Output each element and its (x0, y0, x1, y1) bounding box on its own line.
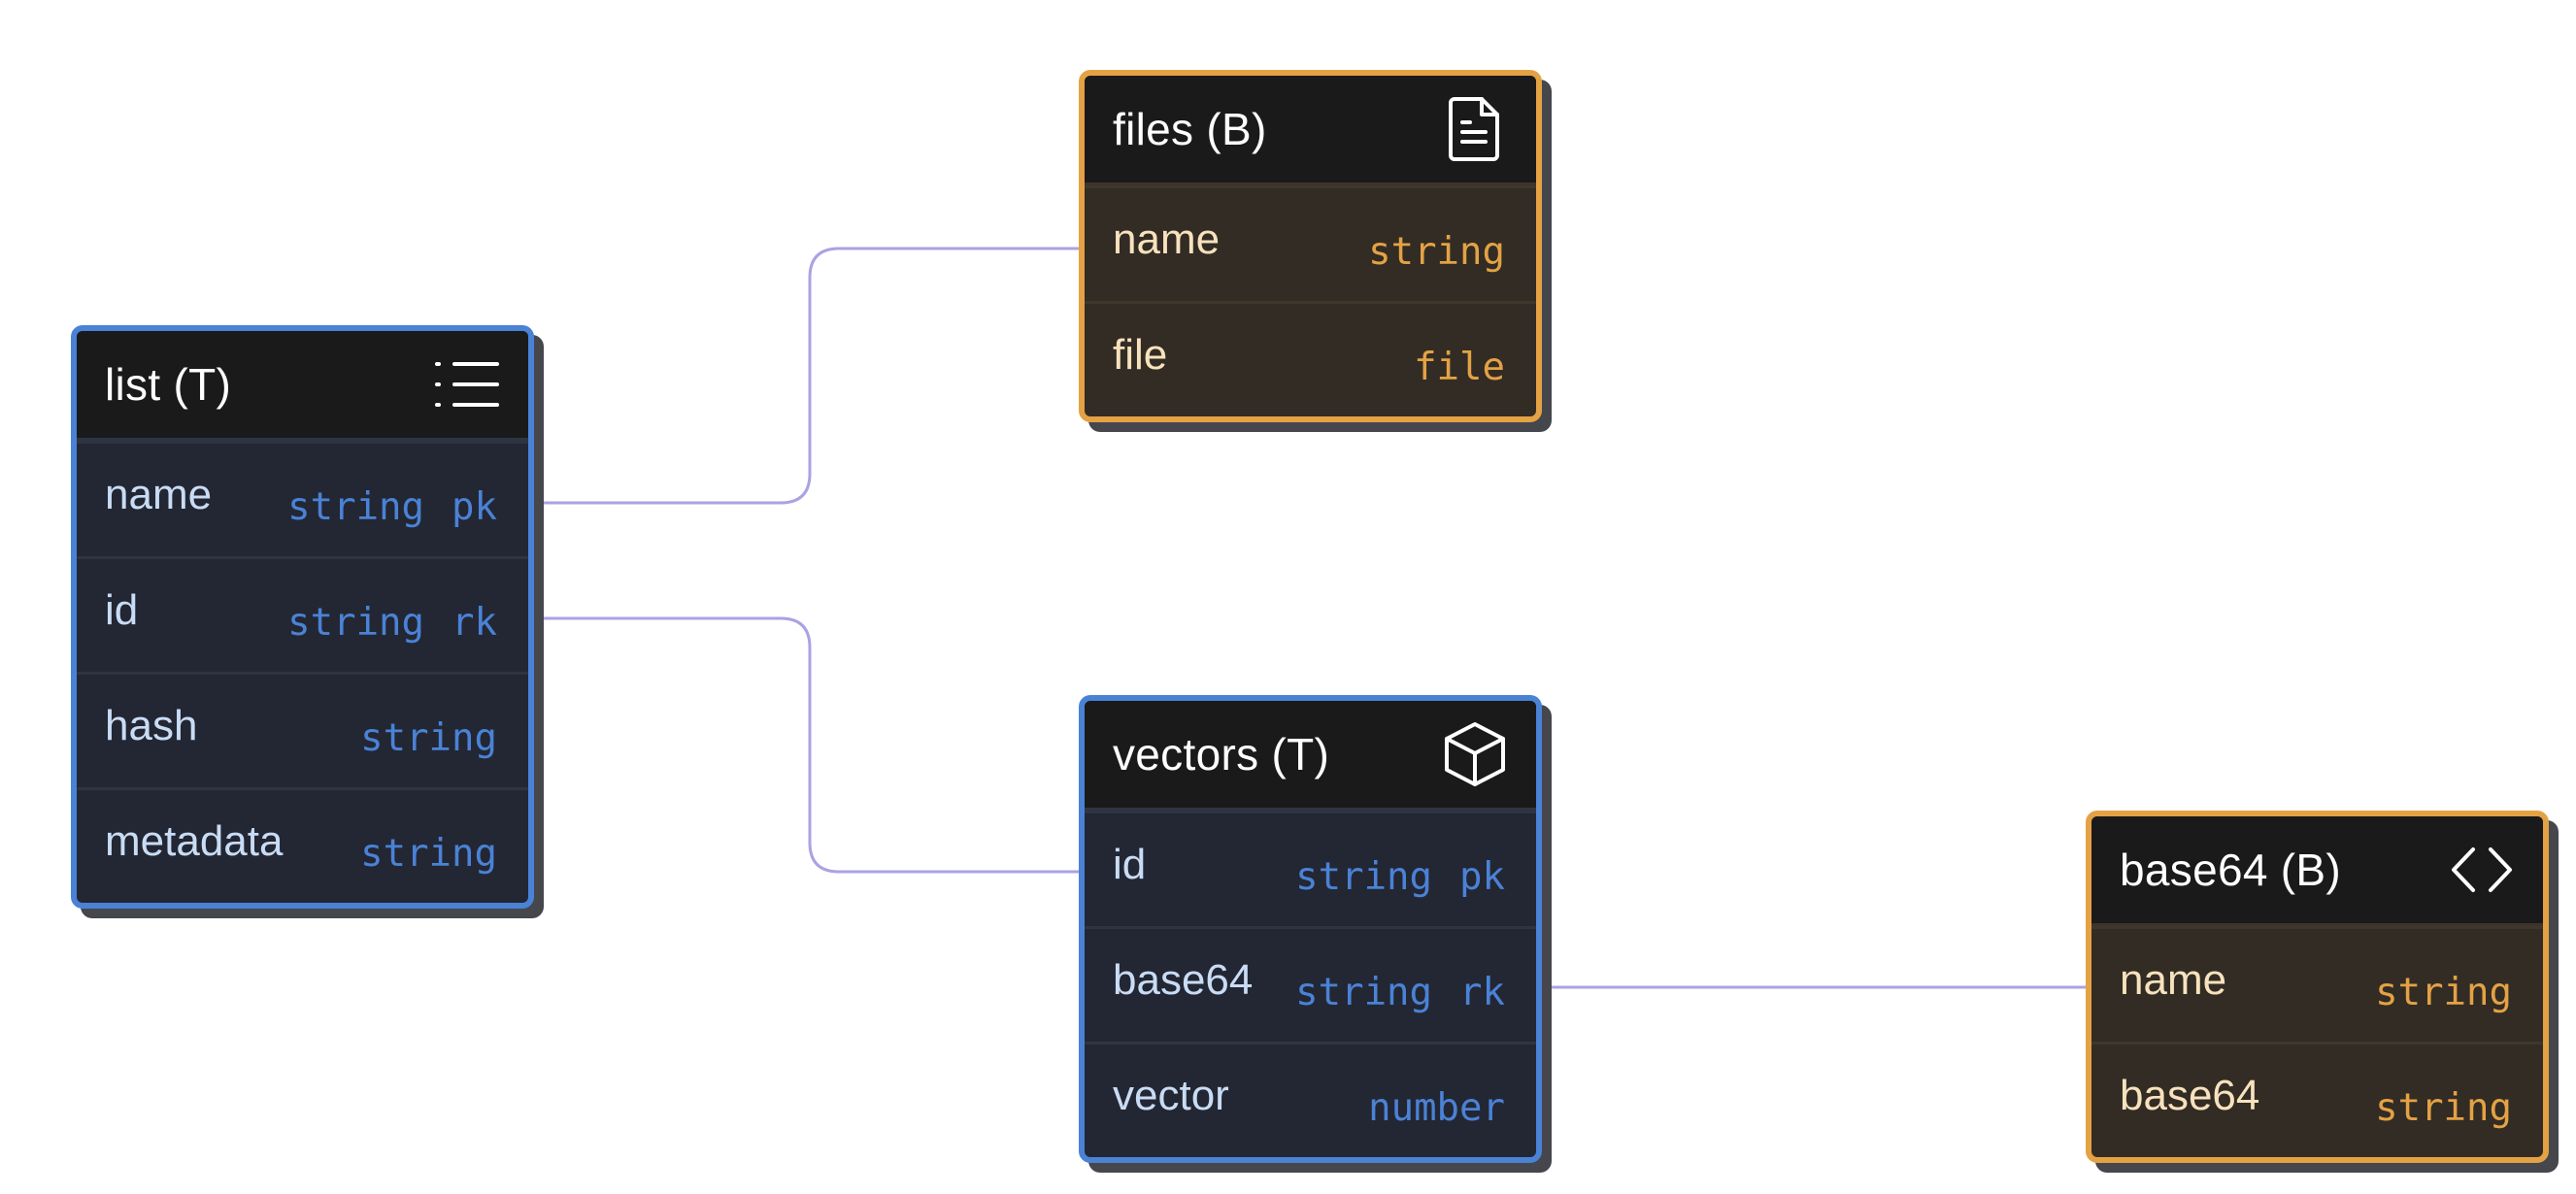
field-type: string (287, 484, 425, 529)
field-name: name (105, 471, 213, 518)
field-type: string (1295, 854, 1433, 899)
field-row[interactable]: id string rk (77, 556, 528, 672)
node-files-header[interactable]: files (B) (1085, 76, 1536, 185)
field-name: id (105, 586, 139, 634)
field-name: base64 (1113, 956, 1254, 1004)
field-name: file (1113, 331, 1168, 379)
node-title: list (T) (105, 359, 232, 410)
field-row[interactable]: vector number (1085, 1042, 1536, 1157)
node-title: base64 (B) (2120, 845, 2342, 895)
field-type: string (360, 715, 497, 760)
node-list[interactable]: list (T) name string pk id string rk has… (71, 325, 534, 909)
field-row[interactable]: base64 string rk (1085, 926, 1536, 1042)
field-row[interactable]: name string (2091, 926, 2543, 1042)
field-name: name (2120, 956, 2227, 1004)
field-type: string (2375, 970, 2512, 1014)
field-type: string (287, 600, 425, 645)
field-row[interactable]: hash string (77, 672, 528, 787)
field-type: number (1368, 1085, 1505, 1130)
field-name: base64 (2120, 1072, 2260, 1119)
node-vectors-header[interactable]: vectors (T) (1085, 701, 1536, 811)
field-key: rk (452, 600, 497, 645)
cube-icon (1441, 720, 1509, 788)
field-name: metadata (105, 817, 284, 865)
field-row[interactable]: name string pk (77, 441, 528, 556)
field-name: hash (105, 702, 198, 749)
field-type: string (2375, 1085, 2512, 1130)
field-key: rk (1459, 970, 1505, 1014)
link-list-name-to-files-name[interactable] (529, 247, 1092, 505)
field-key: pk (452, 484, 497, 529)
field-row[interactable]: id string pk (1085, 811, 1536, 926)
code-icon (2448, 836, 2516, 904)
field-row[interactable]: file file (1085, 301, 1536, 416)
field-key: pk (1459, 854, 1505, 899)
node-list-header[interactable]: list (T) (77, 331, 528, 441)
node-base64-header[interactable]: base64 (B) (2091, 816, 2543, 926)
field-row[interactable]: name string (1085, 185, 1536, 301)
list-icon (433, 350, 501, 418)
field-type: file (1414, 345, 1505, 389)
node-title: files (B) (1113, 104, 1267, 154)
field-name: vector (1113, 1072, 1229, 1119)
field-type: string (1368, 229, 1505, 274)
link-list-id-to-vectors-id[interactable] (529, 616, 1092, 874)
node-files[interactable]: files (B) name string file file (1079, 70, 1542, 422)
field-type: string (1295, 970, 1433, 1014)
field-name: id (1113, 841, 1147, 888)
field-type: string (360, 831, 497, 876)
document-icon (1441, 95, 1509, 163)
field-name: name (1113, 216, 1221, 263)
node-title: vectors (T) (1113, 729, 1330, 779)
field-row[interactable]: base64 string (2091, 1042, 2543, 1157)
node-base64[interactable]: base64 (B) name string base64 string (2086, 811, 2549, 1163)
field-row[interactable]: metadata string (77, 787, 528, 903)
node-vectors[interactable]: vectors (T) id string pk base64 string r… (1079, 695, 1542, 1163)
